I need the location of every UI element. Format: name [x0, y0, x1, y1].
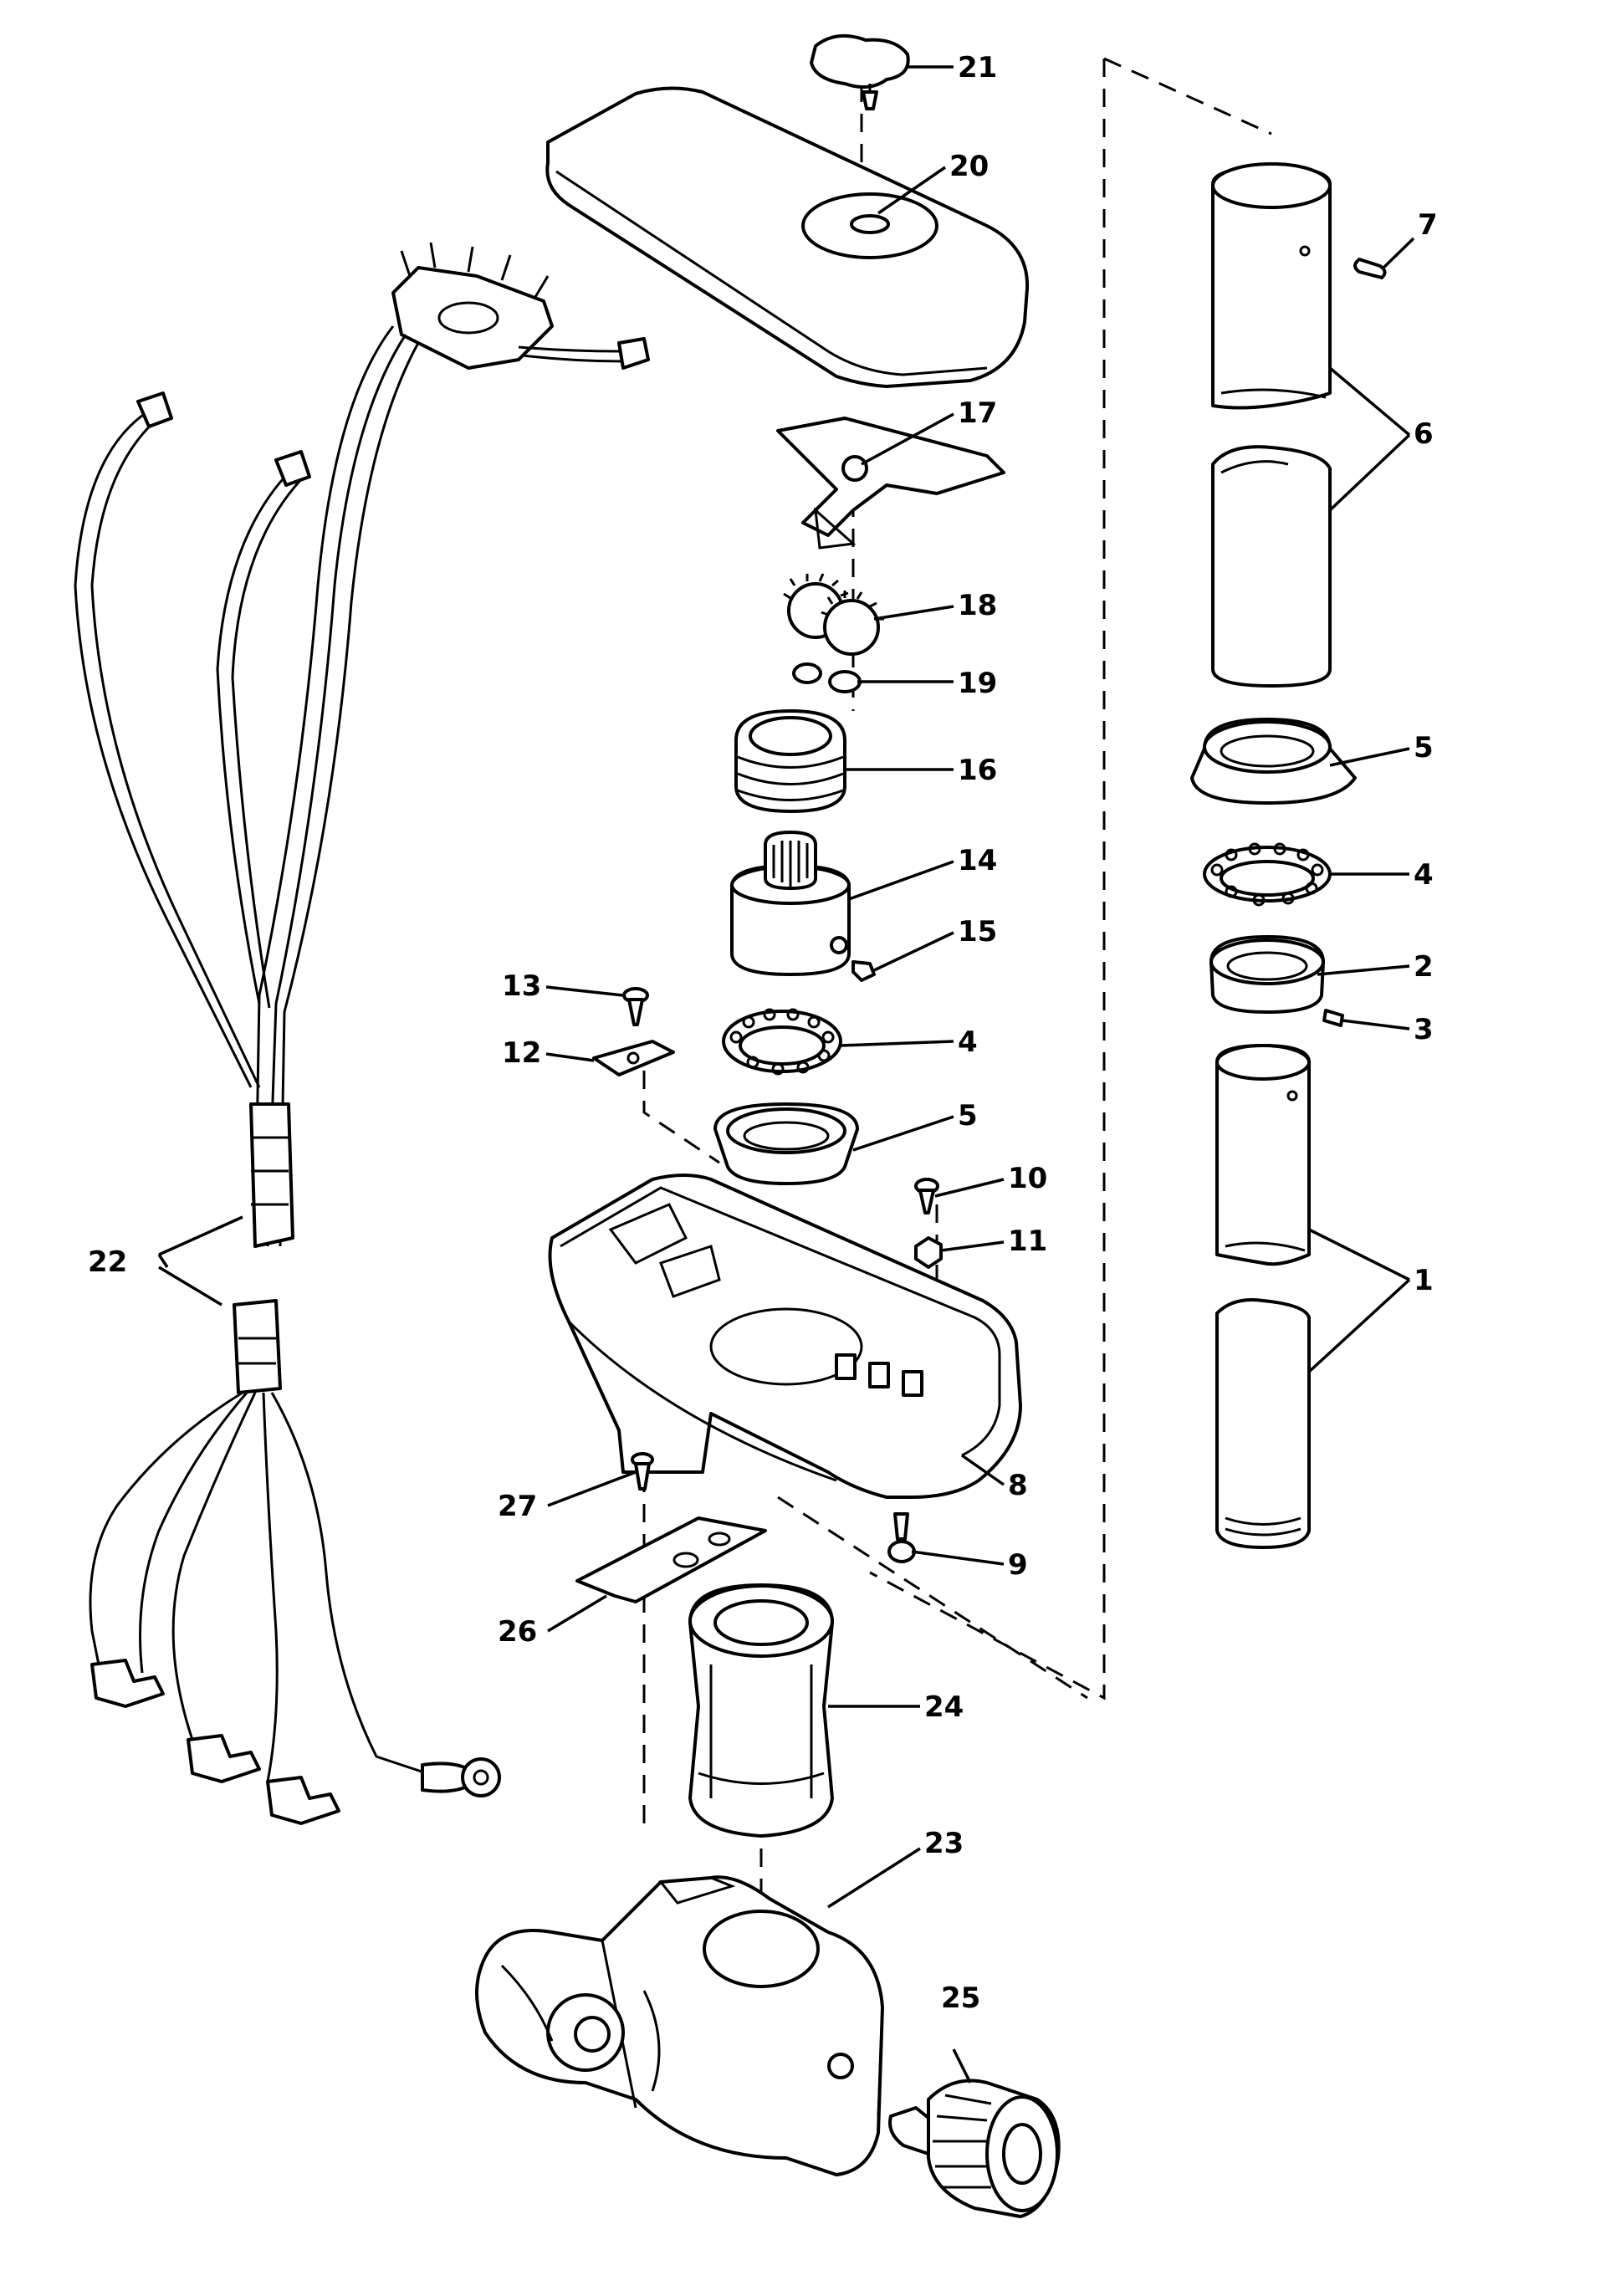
callout-23: 23 — [924, 1827, 964, 1860]
part-14-pinion-housing — [730, 831, 851, 976]
callout-27: 27 — [498, 1490, 537, 1523]
part-5-race-right — [1190, 718, 1357, 805]
callout-24: 24 — [924, 1690, 964, 1724]
callout-10: 10 — [1008, 1162, 1047, 1195]
part-7-pin — [1353, 258, 1387, 279]
callout-15: 15 — [958, 915, 997, 949]
part-12-plate — [592, 1040, 675, 1076]
callout-17: 17 — [958, 396, 997, 430]
part-9-screw — [887, 1512, 916, 1563]
part-1-lower-tubes — [1215, 1044, 1311, 1549]
callout-26: 26 — [498, 1615, 537, 1649]
callout-25: 25 — [941, 1982, 980, 2015]
part-25-end-knob — [888, 2079, 1061, 2218]
callout-4-right: 4 — [1414, 858, 1434, 892]
callout-16: 16 — [958, 754, 997, 787]
part-17-bracket — [776, 417, 1005, 550]
leader-lines — [545, 65, 1415, 2084]
part-13-screw — [622, 987, 649, 1026]
part-4-bearing-right — [1203, 842, 1332, 907]
part-26-plate — [575, 1516, 767, 1603]
callout-2: 2 — [1414, 950, 1434, 984]
callout-14: 14 — [958, 844, 997, 877]
callout-8: 8 — [1008, 1469, 1028, 1502]
part-11-nut — [914, 1236, 943, 1269]
callout-7: 7 — [1418, 208, 1438, 242]
callout-5-left: 5 — [958, 1099, 978, 1133]
callout-21: 21 — [958, 51, 997, 84]
callout-3: 3 — [1414, 1013, 1434, 1046]
part-21-knob — [810, 33, 910, 110]
part-15-screw — [851, 960, 876, 982]
callout-13: 13 — [502, 969, 541, 1003]
callout-20: 20 — [949, 150, 989, 183]
callout-5-right: 5 — [1414, 731, 1434, 764]
part-6-upper-tubes — [1211, 162, 1332, 688]
part-4-bearing-left — [722, 1008, 842, 1076]
callout-9: 9 — [1008, 1548, 1028, 1582]
callout-11: 11 — [1008, 1225, 1047, 1258]
part-23-motor-housing — [475, 1875, 884, 2176]
callout-18: 18 — [958, 589, 997, 622]
part-27-screw — [631, 1452, 654, 1491]
callout-labels: 21 20 7 6 17 18 19 16 5 14 4 15 2 13 3 1… — [88, 51, 1438, 2015]
part-10-screw — [914, 1178, 939, 1214]
callout-1: 1 — [1414, 1264, 1434, 1297]
part-24-sleeve — [688, 1583, 834, 1838]
part-2-collar — [1209, 935, 1325, 1014]
part-20-cover — [545, 86, 1030, 388]
callout-12: 12 — [502, 1036, 541, 1070]
callout-19: 19 — [958, 667, 997, 700]
part-3-setscrew — [1322, 1009, 1344, 1027]
part-16-collar — [734, 709, 846, 813]
part-18-gears — [783, 573, 884, 656]
part-8-base-housing — [548, 1174, 1022, 1499]
callout-4-left: 4 — [958, 1025, 978, 1059]
part-22-wiring-harness — [74, 242, 650, 1825]
part-19-washers — [792, 662, 862, 693]
part-5-race-left — [713, 1102, 859, 1185]
callout-6: 6 — [1414, 417, 1434, 451]
callout-22: 22 — [88, 1245, 127, 1279]
